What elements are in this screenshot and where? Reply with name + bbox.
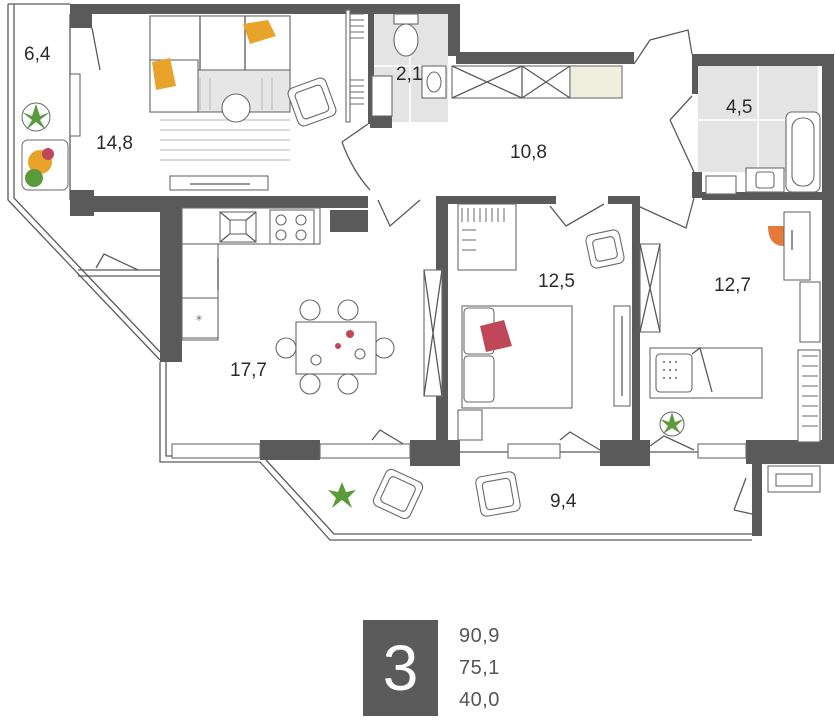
third-area-value: 40,0	[459, 689, 500, 711]
windows	[171, 443, 747, 459]
plant-icon	[659, 411, 685, 437]
area-label-bedroom-middle: 12,5	[538, 271, 575, 292]
bedroom-armchair	[585, 229, 625, 269]
fridge-icon: *	[181, 297, 219, 339]
rug	[160, 78, 290, 161]
plant-icon	[21, 102, 51, 132]
right-closet	[639, 243, 661, 333]
area-label-kitchen: 17,7	[230, 360, 267, 381]
balcony-armchair	[372, 468, 424, 520]
single-bed	[649, 346, 763, 399]
coffee-table	[221, 93, 251, 123]
wc-shaft	[371, 75, 393, 117]
area-label-bathroom: 4,5	[726, 97, 752, 118]
kitchen-cabinet	[423, 269, 443, 397]
double-bed	[457, 305, 573, 441]
bathtub-icon	[785, 111, 821, 193]
bedroom-tv	[613, 305, 631, 407]
bathroom-shaft	[705, 175, 737, 195]
apartment-summary: 3 90,9 75,1 40,0	[363, 620, 613, 716]
area-label-balcony-left: 6,4	[24, 44, 51, 65]
radiator-right	[797, 281, 821, 443]
wardrobe	[451, 65, 623, 99]
plant-icon	[328, 482, 356, 508]
living-window	[69, 73, 81, 137]
area-label-balcony-bottom: 9,4	[550, 491, 577, 512]
radiator	[345, 9, 364, 123]
sofa-pillow-icon	[152, 58, 176, 90]
living-area-value: 75,1	[459, 657, 500, 679]
total-area-value: 90,9	[459, 625, 500, 647]
doors	[91, 27, 753, 515]
area-label-hall: 10,8	[510, 142, 547, 163]
svg-text:*: *	[196, 313, 202, 327]
sofa-pillow-icon	[243, 20, 276, 44]
balcony-armchair	[475, 471, 521, 517]
room-count-badge: 3	[363, 620, 438, 716]
area-label-living-room: 14,8	[96, 133, 133, 154]
sofa	[149, 15, 291, 113]
floor-plan: *	[7, 3, 834, 541]
dining-table	[275, 299, 395, 395]
stove-icon	[269, 209, 315, 245]
walls	[70, 4, 834, 536]
bathroom-sink-icon	[745, 167, 785, 193]
toilet-icon	[393, 13, 419, 57]
armchair	[287, 77, 337, 127]
lounge-chair-icon	[21, 139, 69, 191]
area-label-bedroom-right: 12,7	[714, 275, 751, 296]
sink-icon	[421, 65, 447, 99]
tv-stand	[169, 175, 269, 191]
kitchen-sink-icon	[219, 211, 257, 243]
balcony-cabinet	[767, 465, 821, 493]
area-list: 90,9 75,1 40,0	[459, 620, 500, 716]
area-label-wc: 2,1	[396, 64, 422, 85]
desk-chair-icon	[768, 211, 811, 281]
closet	[457, 203, 517, 271]
